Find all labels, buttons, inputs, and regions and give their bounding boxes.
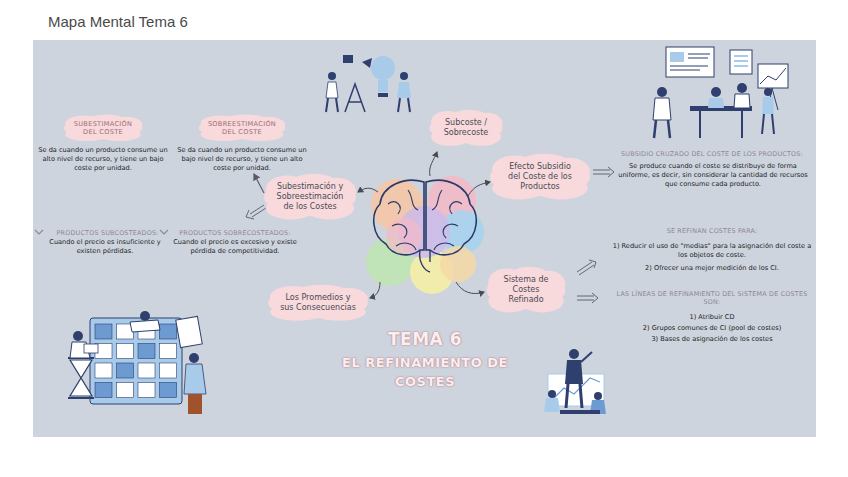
calendar-cell xyxy=(138,344,155,359)
section-heading: PRODUCTOS SUBCOSTEADOS: xyxy=(45,229,170,237)
people-illustration-top xyxy=(326,55,411,112)
note-text: Cuando el precio es insuficiente y exist… xyxy=(40,238,170,256)
note-text: 1) Reducir el uso de "medias" para la as… xyxy=(612,242,812,260)
cloud-text: Los Promedios y sus Consecuencias xyxy=(280,293,356,313)
calendar-cell xyxy=(138,363,155,378)
section-heading: SE REFINAN COSTES PARA: xyxy=(612,227,812,235)
calendar-cell xyxy=(160,324,177,339)
section-heading: PRODUCTOS SOBRECOSTEADOS: xyxy=(170,229,300,237)
cloud-text: Sistema de Costes Refinado xyxy=(499,275,553,305)
concept-cloud: Sistema de Costes Refinado xyxy=(485,266,567,314)
calendar-cell xyxy=(117,344,134,359)
note-text: 2) Grupos comunes de CI (pool de costes) xyxy=(612,324,812,333)
concept-cloud: Subestimación y Sobreestimación de los C… xyxy=(262,173,358,221)
concept-block: SOBREESTIMACIÓN DEL COSTE Se da cuando un… xyxy=(172,114,312,173)
heading-cloud: SUBESTIMACIÓN DEL COSTE xyxy=(62,114,144,142)
calendar-cell xyxy=(95,324,112,339)
heading-cloud: SOBREESTIMACIÓN DEL COSTE xyxy=(197,114,287,142)
topic-title: EL REFINAMIENTO DE COSTES xyxy=(335,353,515,391)
calendar-cell xyxy=(95,383,112,398)
cloud-text: Efecto Subsidio del Coste de los Product… xyxy=(502,162,578,192)
page-title: Mapa Mental Tema 6 xyxy=(48,13,188,30)
cloud-text: Subcoste / Sobrecoste xyxy=(442,118,490,138)
section-heading: LAS LÍNEAS DE REFINAMIENTO DEL SISTEMA D… xyxy=(612,290,812,306)
cloud-text: Subestimación y Sobreestimación de los C… xyxy=(276,182,344,212)
cloud-heading: SUBESTIMACIÓN DEL COSTE xyxy=(72,120,134,136)
definition-text: Se da cuando un producto consume un alto… xyxy=(34,146,172,173)
cloud-body: Efecto Subsidio del Coste de los Product… xyxy=(488,153,592,201)
concept-block: SUBESTIMACIÓN DEL COSTE Se da cuando un p… xyxy=(34,114,172,173)
note-text: Cuando el precio es excesivo y existe pé… xyxy=(170,238,300,256)
note-text: 1) Atribuir CD xyxy=(612,313,812,322)
cloud-heading: SOBREESTIMACIÓN DEL COSTE xyxy=(207,120,277,136)
team-illustration xyxy=(544,349,606,414)
calendar-illustration xyxy=(68,311,206,414)
calendar-cell xyxy=(95,363,112,378)
concept-cloud: Efecto Subsidio del Coste de los Product… xyxy=(488,153,592,201)
cloud-body: Los Promedios y sus Consecuencias xyxy=(266,284,370,322)
topic-title: TEMA 6 xyxy=(335,328,515,350)
cloud-body: Subestimación y Sobreestimación de los C… xyxy=(262,173,358,221)
concept-cloud: Los Promedios y sus Consecuencias xyxy=(266,284,370,322)
definition-text: Se da cuando un producto consume un bajo… xyxy=(172,146,312,173)
section-heading: SUBSIDIO CRUZADO DEL COSTE DE LOS PRODUC… xyxy=(612,150,812,158)
calendar-cell xyxy=(160,383,177,398)
calendar-cell xyxy=(117,363,134,378)
note-text: 2) Ofrecer una mejor medición de los CI. xyxy=(612,264,812,273)
concept-cloud: Subcoste / Sobrecoste xyxy=(428,109,504,147)
note-text: Se produce cuando el coste se distribuye… xyxy=(616,162,810,189)
calendar-cell xyxy=(117,383,134,398)
calendar-cell xyxy=(160,344,177,359)
brain-illustration xyxy=(366,176,484,294)
note-text: 3) Bases de asignación de los costes xyxy=(612,335,812,344)
calendar-cell xyxy=(160,363,177,378)
cloud-body: Subcoste / Sobrecoste xyxy=(428,109,504,147)
calendar-cell xyxy=(138,383,155,398)
connector-arrow xyxy=(254,174,264,193)
cloud-body: Sistema de Costes Refinado xyxy=(485,266,567,314)
brain-arrows xyxy=(358,152,490,298)
office-illustration xyxy=(653,47,788,138)
